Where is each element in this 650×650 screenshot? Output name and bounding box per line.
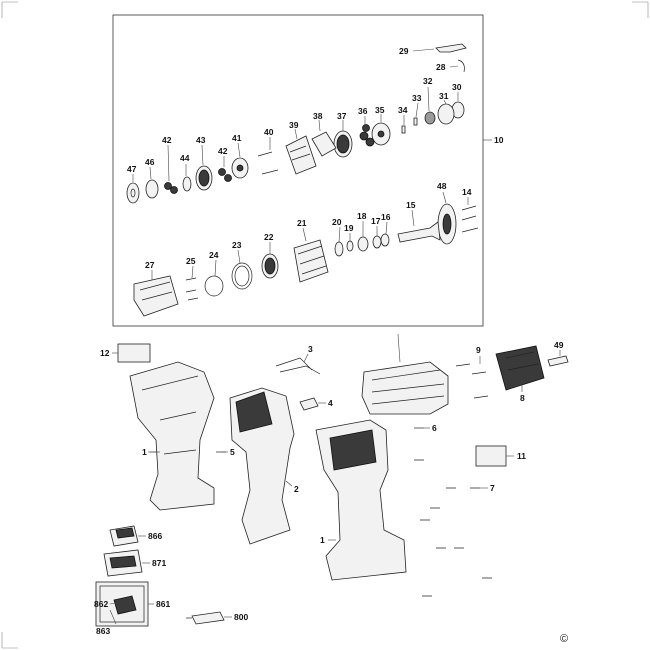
label-2: 2	[294, 484, 299, 494]
part-16-bearing	[380, 233, 390, 247]
part-38-plate	[311, 131, 337, 157]
label-28: 28	[436, 62, 446, 72]
part-49-screw	[547, 355, 569, 367]
label-22: 22	[264, 232, 274, 242]
part-14-screws	[461, 205, 479, 233]
part-23-coil	[231, 262, 253, 290]
label-800: 800	[234, 612, 248, 622]
part-8-chuck	[495, 345, 545, 391]
label-33: 33	[412, 93, 422, 103]
label-36: 36	[358, 106, 368, 116]
part-28-spring	[457, 59, 465, 73]
label-23: 23	[232, 240, 242, 250]
label-866: 866	[148, 531, 162, 541]
part-29-clip	[435, 43, 467, 53]
label-34: 34	[398, 105, 408, 115]
part-7-screws	[414, 459, 492, 597]
label-21: 21	[297, 218, 307, 228]
part-19-ring	[346, 240, 354, 252]
label-10: 10	[494, 135, 504, 145]
gear-train-row	[126, 43, 467, 204]
part-17-bearing	[372, 235, 382, 249]
part-31-ring	[437, 103, 455, 125]
part-47-washer	[126, 182, 140, 204]
part-39-housing	[285, 135, 317, 175]
label-863: 863	[96, 626, 110, 636]
label-29: 29	[399, 46, 409, 56]
label-861: 861	[156, 599, 170, 609]
left-housing-half	[129, 361, 215, 511]
part-18-bearing	[357, 236, 369, 252]
label-48: 48	[437, 181, 447, 191]
part-46-ring	[145, 179, 159, 199]
label-1-main: 1	[320, 535, 325, 545]
label-7: 7	[490, 483, 495, 493]
label-20: 20	[332, 217, 342, 227]
label-12: 12	[100, 348, 110, 358]
part-44-washer	[182, 176, 192, 192]
label-871: 871	[152, 558, 166, 568]
label-44: 44	[180, 153, 190, 163]
part-3-wires	[275, 357, 321, 375]
part-12-label	[117, 343, 151, 363]
part-9-screws	[455, 363, 489, 399]
label-8: 8	[520, 393, 525, 403]
part-800-bit	[191, 611, 225, 625]
label-27: 27	[145, 260, 155, 270]
label-43: 43	[196, 135, 206, 145]
label-38: 38	[313, 111, 323, 121]
label-4: 4	[328, 398, 333, 408]
label-46: 46	[145, 157, 155, 167]
label-18: 18	[357, 211, 367, 221]
part-4-contact	[299, 397, 319, 411]
label-41: 41	[232, 133, 242, 143]
part-24-washer	[204, 275, 224, 297]
part-40-screw	[257, 151, 279, 175]
label-6: 6	[432, 423, 437, 433]
label-39: 39	[289, 120, 299, 130]
label-9: 9	[476, 345, 481, 355]
part-42-gear-a	[164, 182, 172, 190]
label-35: 35	[375, 105, 385, 115]
label-40: 40	[264, 127, 274, 137]
part-33-pin	[413, 117, 418, 126]
label-16: 16	[381, 212, 391, 222]
label-42-upper: 42	[162, 135, 172, 145]
label-1-left: 1	[142, 447, 147, 457]
label-19: 19	[344, 223, 354, 233]
label-862: 862	[94, 599, 108, 609]
part-11-label	[475, 445, 507, 467]
label-24: 24	[209, 250, 219, 260]
part-21-motor-can	[293, 239, 329, 283]
label-42-lower: 42	[218, 146, 228, 156]
part-25-pins	[185, 277, 199, 301]
motor-side-row	[133, 191, 479, 317]
part-number-labels: 29 28 32 30 31 33 34 35 36 37 38 39 40 4…	[94, 46, 568, 645]
label-14: 14	[462, 187, 472, 197]
label-11: 11	[517, 451, 526, 461]
gearbox-assembly-frame	[112, 14, 484, 327]
tool-body-parts	[95, 333, 569, 627]
label-37: 37	[337, 111, 347, 121]
copyright-symbol: ©	[560, 633, 568, 645]
label-5: 5	[230, 447, 235, 457]
part-20-ring	[334, 241, 344, 257]
part-32-nut	[424, 111, 436, 125]
label-15: 15	[406, 200, 416, 210]
label-49: 49	[554, 340, 564, 350]
label-30: 30	[452, 82, 462, 92]
part-42-gear	[218, 168, 226, 176]
label-17: 17	[371, 216, 381, 226]
label-32: 32	[423, 76, 433, 86]
label-47: 47	[127, 164, 137, 174]
part-34-pin	[401, 125, 406, 134]
part-15-spindle	[397, 221, 441, 243]
label-25: 25	[186, 256, 196, 266]
part-36-gear	[359, 131, 369, 141]
label-31: 31	[439, 91, 449, 101]
label-3: 3	[308, 344, 313, 354]
